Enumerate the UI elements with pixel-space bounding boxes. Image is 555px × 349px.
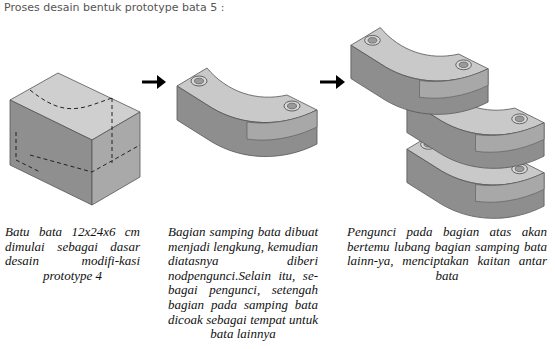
stage-caption: Pengunci pada bagian atas akan bertemu l… bbox=[347, 225, 547, 283]
diagram-title: Proses desain bentuk prototype bata 5 : bbox=[4, 1, 224, 14]
stage-column: Bagian samping bata dibuat menjadi lengk… bbox=[168, 30, 318, 342]
stage-caption: Bagian samping bata dibuat menjadi lengk… bbox=[168, 225, 318, 342]
stage-column: Batu bata 12x24x6 cm dimulai sebagai das… bbox=[5, 30, 140, 283]
stage-caption: Batu bata 12x24x6 cm dimulai sebagai das… bbox=[5, 225, 140, 283]
stage-column: Pengunci pada bagian atas akan bertemu l… bbox=[347, 30, 547, 283]
flow-arrow bbox=[142, 75, 166, 89]
flow-arrow bbox=[320, 75, 345, 89]
